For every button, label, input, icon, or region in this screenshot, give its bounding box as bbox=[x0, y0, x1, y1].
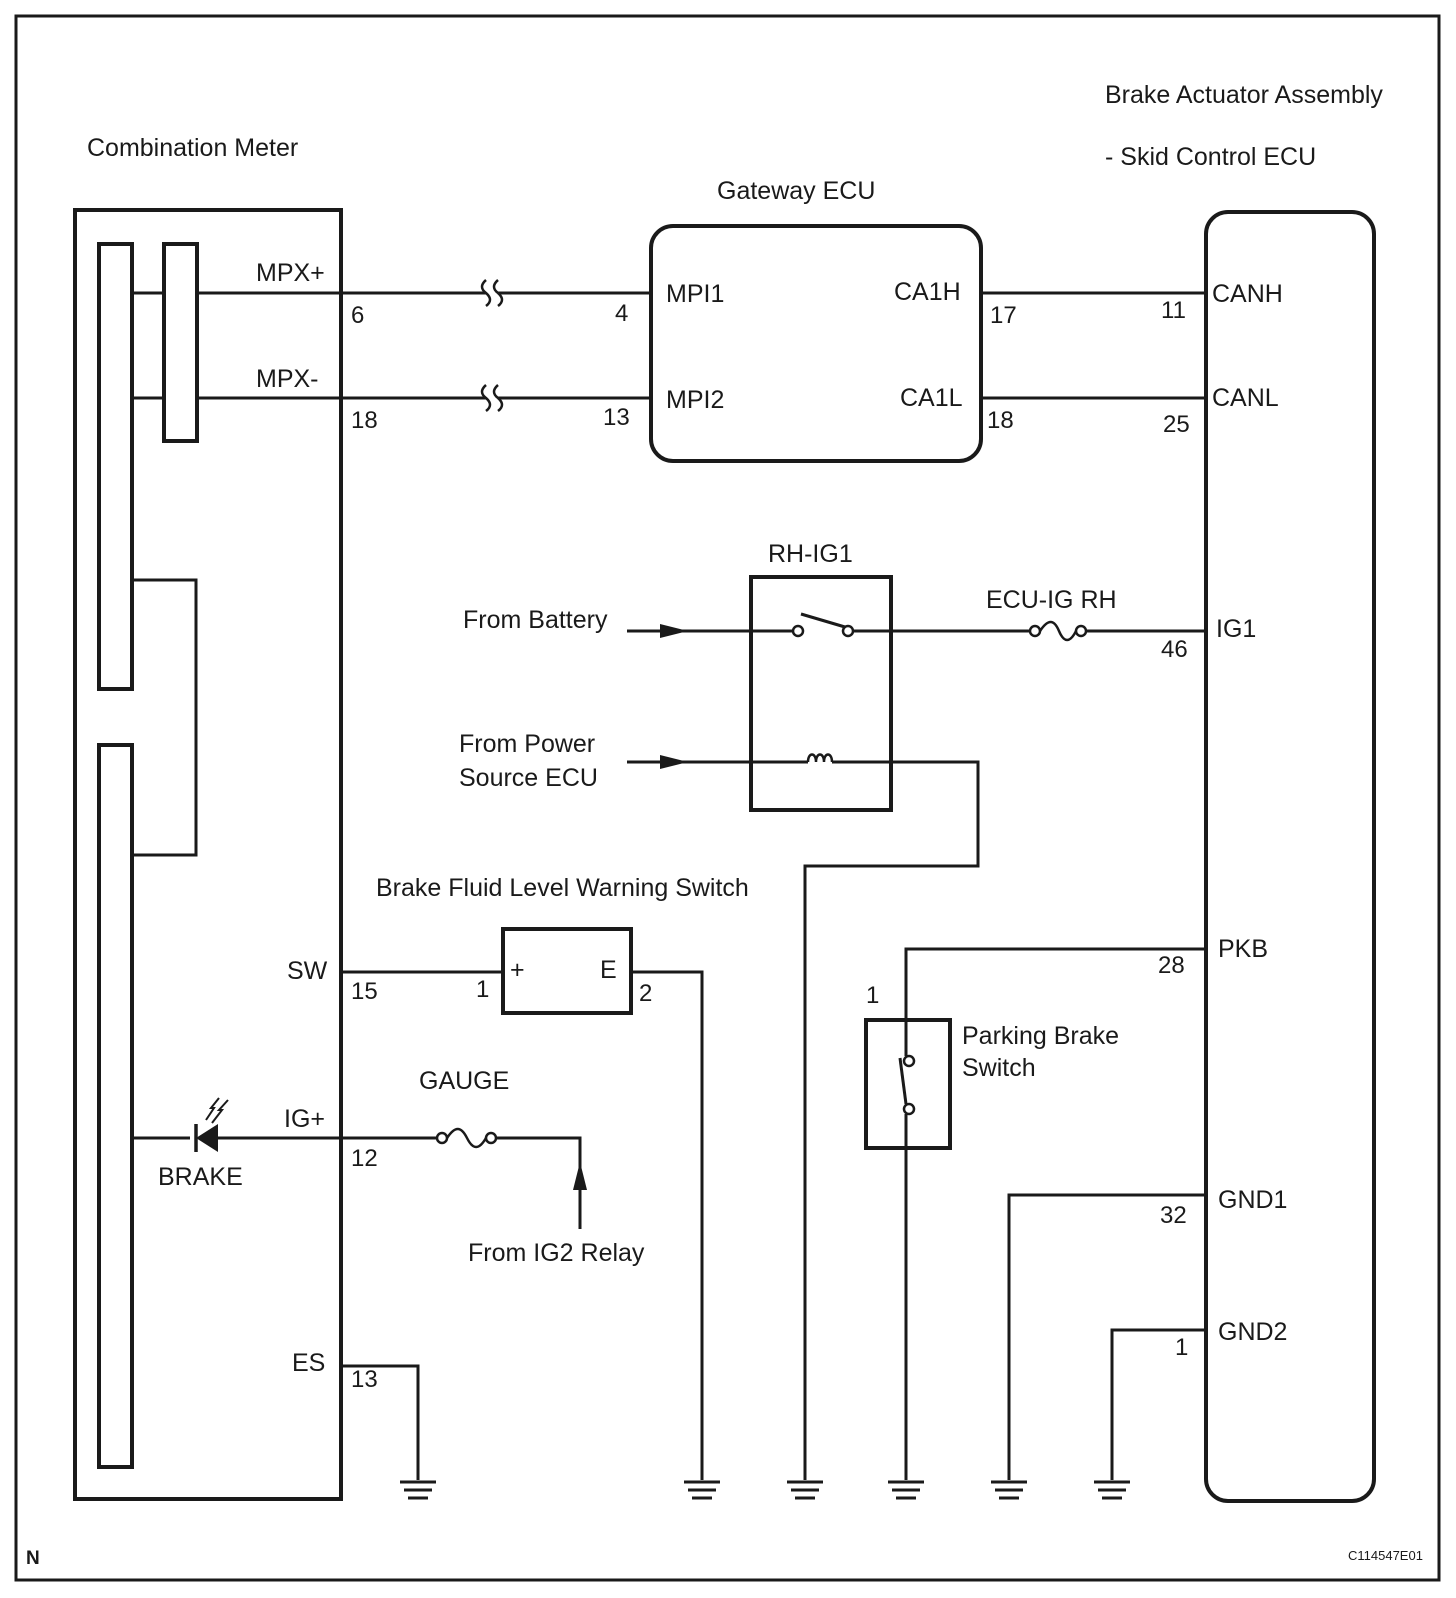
brake-fluid-level-switch: Brake Fluid Level Warning Switch + E 1 2 bbox=[376, 874, 749, 1015]
from-battery-label: From Battery bbox=[463, 606, 608, 634]
terminal-canh-name: CANH bbox=[1212, 280, 1283, 308]
terminal-mpi1-pin: 4 bbox=[615, 300, 628, 327]
terminal-ca1h-name: CA1H bbox=[894, 278, 961, 306]
brake-actuator-title-line1: Brake Actuator Assembly bbox=[1105, 81, 1383, 109]
relay-switch-blade-icon bbox=[800, 612, 846, 629]
relay-coil-icon bbox=[806, 753, 834, 763]
brake-actuator-title-line2: - Skid Control ECU bbox=[1105, 143, 1316, 171]
corner-mark: N bbox=[26, 1548, 40, 1569]
rh-ig1-relay-box bbox=[749, 575, 893, 812]
parking-brake-contact-icon bbox=[902, 1102, 916, 1116]
brake-fluid-switch-e: E bbox=[600, 956, 617, 984]
from-ig2-arrow-icon bbox=[573, 1162, 587, 1190]
brake-led-icon bbox=[194, 1097, 229, 1152]
brake-fluid-switch-pin1: 1 bbox=[476, 976, 489, 1003]
gateway-ecu-title: Gateway ECU bbox=[717, 177, 875, 205]
terminal-canl-pin: 25 bbox=[1163, 411, 1190, 438]
terminal-gnd1-name: GND1 bbox=[1218, 1186, 1287, 1214]
terminal-mpi2-name: MPI2 bbox=[666, 386, 724, 414]
rh-ig1-relay-label: RH-IG1 bbox=[768, 540, 853, 568]
combination-meter: Combination Meter BRAKE MPX+ 6 MPX- 18 S… bbox=[73, 134, 378, 1501]
terminal-mpx-plus-name: MPX+ bbox=[256, 259, 325, 287]
terminal-canh-pin: 11 bbox=[1161, 297, 1186, 324]
gateway-ecu: Gateway ECU MPI1 4 MPI2 13 CA1H 17 CA1L … bbox=[603, 177, 1017, 463]
terminal-pkb-name: PKB bbox=[1218, 935, 1268, 963]
parking-brake-blade-icon bbox=[898, 1057, 908, 1105]
figure-code: C114547E01 bbox=[1348, 1548, 1423, 1563]
ecu-ig-rh-fuse-label: ECU-IG RH bbox=[986, 586, 1117, 614]
wire-break-icon bbox=[480, 384, 504, 412]
terminal-gnd2-name: GND2 bbox=[1218, 1318, 1287, 1346]
terminal-gnd2-pin: 1 bbox=[1175, 1334, 1188, 1361]
terminal-mpi1-name: MPI1 bbox=[666, 280, 724, 308]
wire-break-icon bbox=[480, 279, 504, 307]
relay-contact-icon bbox=[791, 624, 805, 638]
terminal-ig-plus-pin: 12 bbox=[351, 1145, 378, 1172]
terminal-sw-name: SW bbox=[287, 957, 328, 985]
meter-cpu-block bbox=[97, 242, 134, 691]
parking-brake-switch: Parking Brake Switch 1 bbox=[864, 982, 1119, 1150]
terminal-ca1l-name: CA1L bbox=[900, 384, 963, 412]
ground-icon bbox=[888, 1480, 924, 1500]
terminal-ca1l-pin: 18 bbox=[987, 407, 1014, 434]
terminal-gnd1-pin: 32 bbox=[1160, 1202, 1187, 1229]
brake-fluid-switch-pin2: 2 bbox=[639, 980, 652, 1007]
ground-icon bbox=[991, 1480, 1027, 1500]
from-power-label-line1: From Power bbox=[459, 730, 595, 758]
terminal-sw-pin: 15 bbox=[351, 978, 378, 1005]
terminal-ig-plus-name: IG+ bbox=[284, 1105, 325, 1133]
gateway-ecu-box bbox=[649, 224, 983, 463]
terminal-es-pin: 13 bbox=[351, 1366, 378, 1393]
terminal-ig1-name: IG1 bbox=[1216, 615, 1256, 643]
brake-fluid-switch-label: Brake Fluid Level Warning Switch bbox=[376, 874, 749, 902]
from-power-label-line2: Source ECU bbox=[459, 764, 598, 792]
ground-icon bbox=[787, 1480, 823, 1500]
terminal-mpx-plus-pin: 6 bbox=[351, 302, 364, 329]
brake-lamp-label: BRAKE bbox=[158, 1163, 243, 1191]
terminal-mpx-minus-name: MPX- bbox=[256, 365, 319, 393]
terminal-ca1h-pin: 17 bbox=[990, 302, 1017, 329]
from-battery-arrow-icon bbox=[660, 624, 688, 638]
terminal-pkb-pin: 28 bbox=[1158, 952, 1185, 979]
parking-brake-switch-box bbox=[864, 1018, 952, 1150]
from-power-arrow-icon bbox=[660, 755, 688, 769]
gauge-fuse-label: GAUGE bbox=[419, 1067, 509, 1095]
ground-icon bbox=[684, 1480, 720, 1500]
gauge-fuse-icon bbox=[435, 1131, 449, 1145]
parking-brake-contact-icon bbox=[902, 1054, 916, 1068]
ecu-ig-rh-fuse-icon bbox=[1074, 624, 1088, 638]
meter-driver-block bbox=[97, 743, 134, 1469]
from-ig2-label: From IG2 Relay bbox=[468, 1239, 645, 1267]
brake-fluid-switch-plus: + bbox=[510, 956, 525, 984]
can-wires bbox=[981, 291, 1206, 400]
ground-icon bbox=[400, 1480, 436, 1500]
ground-icon bbox=[1094, 1480, 1130, 1500]
parking-brake-label-line1: Parking Brake bbox=[962, 1022, 1119, 1050]
terminal-es-name: ES bbox=[292, 1349, 325, 1377]
terminal-canl-name: CANL bbox=[1212, 384, 1279, 412]
parking-brake-pin: 1 bbox=[866, 982, 879, 1009]
parking-brake-label-line2: Switch bbox=[962, 1054, 1036, 1082]
diagram-border bbox=[14, 14, 1441, 1582]
meter-mpx-interface-block bbox=[162, 242, 199, 443]
meter-internal-link bbox=[132, 578, 198, 857]
brake-actuator-assembly: Brake Actuator Assembly - Skid Control E… bbox=[1105, 81, 1383, 1503]
mpx-wires bbox=[197, 279, 651, 412]
gauge-fuse-icon bbox=[484, 1131, 498, 1145]
terminal-mpi2-pin: 13 bbox=[603, 404, 630, 431]
ecu-ig-rh-fuse-icon bbox=[1028, 624, 1042, 638]
combination-meter-title: Combination Meter bbox=[87, 134, 298, 162]
brake-actuator-box bbox=[1204, 210, 1376, 1503]
terminal-ig1-pin: 46 bbox=[1161, 636, 1188, 663]
combination-meter-box bbox=[73, 208, 343, 1501]
rh-ig1-relay: RH-IG1 bbox=[749, 540, 893, 812]
terminal-mpx-minus-pin: 18 bbox=[351, 407, 378, 434]
